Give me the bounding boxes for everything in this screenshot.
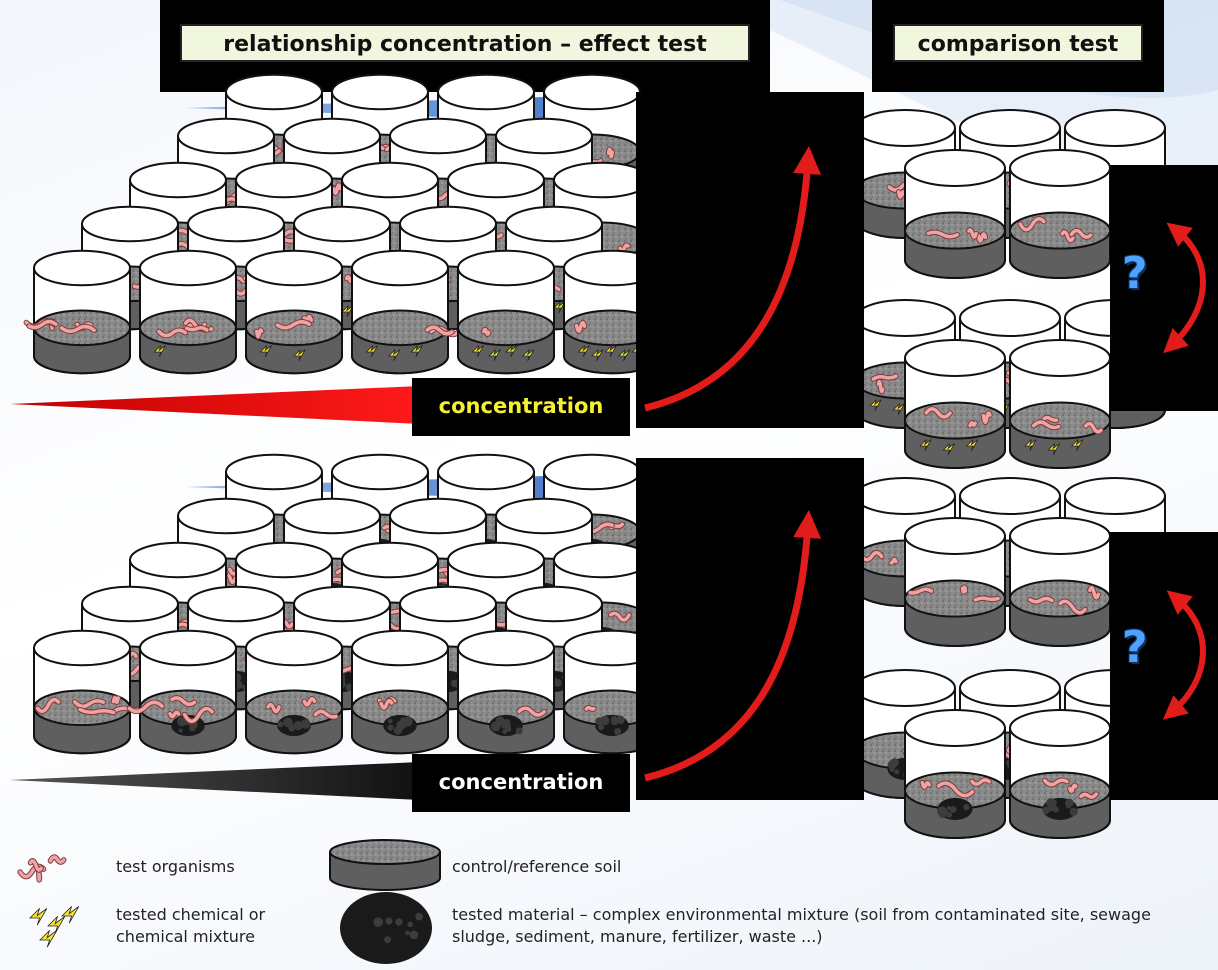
test-container xyxy=(126,629,237,755)
effect-arrow-bottom xyxy=(644,510,822,782)
test-container xyxy=(904,339,1006,469)
test-container xyxy=(245,249,343,375)
concentration-label-chemical: concentration xyxy=(412,378,630,436)
legend-worm-icon xyxy=(17,854,67,883)
test-container xyxy=(1009,709,1111,839)
test-container xyxy=(33,629,146,755)
legend-control-soil-text: control/reference soil xyxy=(452,857,622,876)
test-container xyxy=(1009,149,1111,279)
legend-chemical-text: tested chemical or chemical mixture xyxy=(116,905,266,946)
effect-test-title: relationship concentration – effect test xyxy=(180,24,750,62)
test-container xyxy=(1009,517,1111,647)
test-container xyxy=(904,149,1006,279)
compare-arrow-top xyxy=(1163,222,1206,354)
test-container xyxy=(457,249,555,375)
test-container xyxy=(457,629,555,755)
legend-material-icon xyxy=(340,892,432,964)
test-container xyxy=(23,249,131,375)
test-container xyxy=(245,629,343,755)
test-container xyxy=(1009,339,1111,469)
question-mark-bottom: ? xyxy=(1122,622,1148,673)
compare-arrow-bottom xyxy=(1162,590,1206,720)
test-container xyxy=(351,249,463,375)
question-mark-top: ? xyxy=(1122,248,1148,299)
test-container xyxy=(139,249,237,375)
legend-soil-icon xyxy=(329,839,441,891)
test-container xyxy=(904,517,1006,647)
legend-organisms-text: test organisms xyxy=(116,857,235,876)
test-container xyxy=(904,709,1006,839)
concentration-label-material: concentration xyxy=(412,754,630,812)
effect-panel-top xyxy=(636,92,864,428)
material-concentration-wedge xyxy=(10,762,420,800)
comparison-test-title: comparison test xyxy=(893,24,1143,62)
effect-panel-bottom xyxy=(636,458,864,800)
legend-tested-material-text: tested material – complex environmental … xyxy=(452,905,1151,946)
chemical-concentration-wedge xyxy=(10,386,420,424)
test-container xyxy=(351,629,449,755)
legend-bolt-icon xyxy=(29,906,80,948)
effect-arrow-top xyxy=(644,146,822,412)
